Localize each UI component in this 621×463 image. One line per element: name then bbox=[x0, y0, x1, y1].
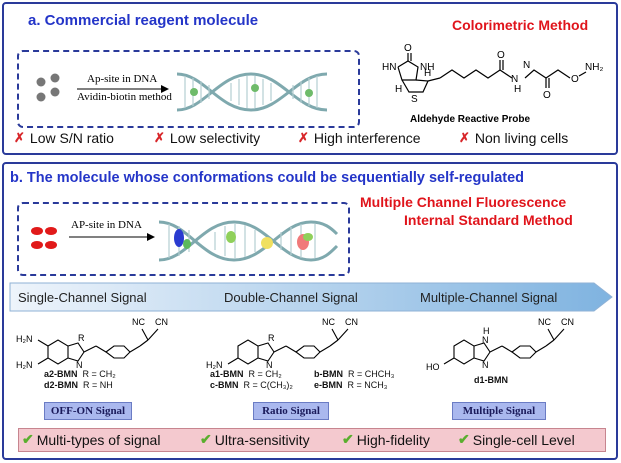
dna-helix-b bbox=[158, 220, 339, 262]
atom-h2: H bbox=[424, 68, 431, 79]
signal-multiple: Multiple Signal bbox=[452, 402, 546, 420]
m1-cn: CN bbox=[155, 317, 168, 327]
m1-h2n-bot: H₂N bbox=[16, 360, 33, 370]
cross-icon: ✗ bbox=[459, 130, 470, 145]
dna-helix-a bbox=[176, 72, 328, 112]
m2-l2: c-BMN R = C(CH₃)₂ bbox=[210, 380, 293, 390]
feature-single-cell: ✔Single-cell Level bbox=[458, 431, 575, 448]
m3-cn: CN bbox=[561, 317, 574, 327]
cross-icon: ✗ bbox=[154, 130, 165, 145]
molecule-a1-bmn-family: NC CN H₂N R N bbox=[206, 317, 358, 370]
channel-double: Double-Channel Signal bbox=[224, 290, 358, 305]
m1-l1: a2-BMN R = CH₂ bbox=[44, 369, 116, 379]
panel-a-scheme bbox=[36, 72, 328, 112]
m2-nc: NC bbox=[322, 317, 335, 327]
atom-o2: O bbox=[497, 50, 505, 61]
signal-ratio: Ratio Signal bbox=[253, 402, 329, 420]
panel-b-arrow-label: AP-site in DNA bbox=[71, 219, 142, 231]
panel-b-method-2: Internal Standard Method bbox=[404, 212, 573, 228]
atom-h3: H bbox=[514, 84, 521, 95]
check-icon: ✔ bbox=[458, 431, 470, 447]
m3-ho: HO bbox=[426, 362, 440, 372]
atom-h1: H bbox=[395, 84, 402, 95]
cross-icon: ✗ bbox=[298, 130, 309, 145]
m3-nc: NC bbox=[538, 317, 551, 327]
atom-hn: HN bbox=[382, 62, 396, 73]
channel-multiple: Multiple-Channel Signal bbox=[420, 290, 558, 305]
panel-b: b. The molecule whose conformations coul… bbox=[2, 162, 618, 460]
m3-l1: d1-BMN bbox=[474, 375, 508, 385]
atom-nh2: N bbox=[523, 60, 530, 71]
panel-b-title: b. The molecule whose conformations coul… bbox=[10, 170, 525, 186]
atom-s: S bbox=[411, 94, 418, 105]
m2-h2n: H₂N bbox=[206, 360, 223, 370]
m2-l1: a1-BMN R = CH₂ bbox=[210, 369, 282, 379]
m2-l4: e-BMN R = NCH₃ bbox=[314, 380, 388, 390]
m2-n: N bbox=[266, 360, 273, 370]
m1-r: R bbox=[78, 333, 85, 343]
panel-a-title: a. Commercial reagent molecule bbox=[28, 12, 259, 29]
signal-off-on: OFF-ON Signal bbox=[44, 402, 132, 420]
panel-a-method: Colorimetric Method bbox=[452, 17, 589, 33]
check-icon: ✔ bbox=[22, 431, 34, 447]
aldehyde-probe-structure: O HN NH H H S O N H N O O NH₂ Aldehyde R… bbox=[382, 43, 603, 125]
atom-o3: O bbox=[543, 90, 551, 101]
atom-n1: N bbox=[511, 74, 518, 85]
molecule-d1-bmn: NC CN HO H N N bbox=[426, 317, 574, 372]
issue-sn-ratio: ✗Low S/N ratio bbox=[14, 130, 114, 146]
arrow-label-top: Ap-site in DNA bbox=[87, 73, 158, 85]
m1-n: N bbox=[76, 360, 83, 370]
m1-nc: NC bbox=[132, 317, 145, 327]
issue-living-cells: ✗Non living cells bbox=[459, 130, 569, 146]
atom-o4: O bbox=[571, 74, 579, 85]
panel-a: a. Commercial reagent molecule Colorimet… bbox=[2, 2, 618, 155]
m2-cn: CN bbox=[345, 317, 358, 327]
channel-single: Single-Channel Signal bbox=[18, 290, 147, 305]
check-icon: ✔ bbox=[342, 431, 354, 447]
panel-a-dna-box: Ap-site in DNA Avidin-biotin method bbox=[17, 50, 360, 128]
m3-h: H bbox=[483, 326, 490, 336]
cross-icon: ✗ bbox=[14, 130, 25, 145]
m1-h2n-top: H₂N bbox=[16, 334, 33, 344]
feature-fidelity: ✔High-fidelity bbox=[342, 431, 430, 448]
molecule-a2-d2-bmn: NC CN H₂N H₂N R N bbox=[16, 317, 168, 370]
channel-gradient-arrow bbox=[9, 282, 613, 312]
m3-n1: N bbox=[482, 335, 489, 345]
atom-o1: O bbox=[404, 43, 412, 54]
m1-l2: d2-BMN R = NH bbox=[44, 380, 113, 390]
m3-n2: N bbox=[482, 360, 489, 370]
panel-b-scheme bbox=[31, 220, 339, 262]
feature-bar bbox=[18, 428, 606, 452]
m2-l3: b-BMN R = CHCH₃ bbox=[314, 369, 395, 379]
probe-name: Aldehyde Reactive Probe bbox=[410, 114, 530, 125]
m2-r: R bbox=[268, 333, 275, 343]
panel-b-dna-box: AP-site in DNA bbox=[17, 202, 350, 276]
atom-nh3: NH₂ bbox=[585, 62, 603, 73]
panel-b-method-1: Multiple Channel Fluorescence bbox=[360, 194, 567, 210]
feature-signal-types: ✔Multi-types of signal bbox=[22, 431, 161, 448]
check-icon: ✔ bbox=[200, 431, 212, 447]
feature-sensitivity: ✔Ultra-sensitivity bbox=[200, 431, 310, 448]
arrow-label-bottom: Avidin-biotin method bbox=[77, 91, 172, 103]
atom-nh1: NH bbox=[420, 62, 434, 73]
issue-interference: ✗High interference bbox=[298, 130, 421, 146]
issue-selectivity: ✗Low selectivity bbox=[154, 130, 261, 146]
